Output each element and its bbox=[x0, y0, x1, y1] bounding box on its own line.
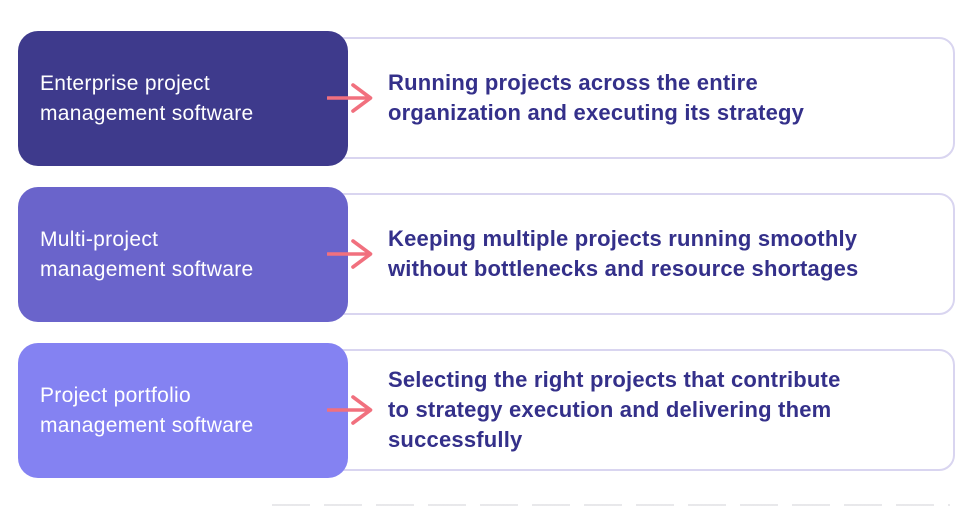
description-line: successfully bbox=[388, 427, 523, 452]
category-box-portfolio: Project portfolio management software bbox=[18, 343, 348, 478]
label-line: Project portfolio bbox=[40, 383, 192, 407]
description-text-multi-project: Keeping multiple projects running smooth… bbox=[388, 224, 953, 284]
cropped-text-artifact bbox=[272, 504, 950, 506]
right-arrow-icon bbox=[327, 239, 373, 269]
label-line: management software bbox=[40, 413, 254, 437]
category-box-multi-project: Multi-project management software bbox=[18, 187, 348, 322]
category-label-portfolio: Project portfolio management software bbox=[40, 381, 348, 441]
description-line: to strategy execution and delivering the… bbox=[388, 397, 832, 422]
label-line: Enterprise project bbox=[40, 71, 210, 95]
description-text-enterprise: Running projects across the entire organ… bbox=[388, 68, 953, 128]
right-arrow-icon bbox=[327, 395, 373, 425]
category-box-enterprise: Enterprise project management software bbox=[18, 31, 348, 166]
description-text-portfolio: Selecting the right projects that contri… bbox=[388, 365, 953, 455]
description-line: without bottlenecks and resource shortag… bbox=[388, 256, 859, 281]
description-line: Keeping multiple projects running smooth… bbox=[388, 226, 858, 251]
row-multi-project: Keeping multiple projects running smooth… bbox=[0, 181, 980, 337]
description-line: organization and executing its strategy bbox=[388, 100, 805, 125]
description-line: Running projects across the entire bbox=[388, 70, 758, 95]
description-line: Selecting the right projects that contri… bbox=[388, 367, 841, 392]
row-enterprise: Running projects across the entire organ… bbox=[0, 25, 980, 181]
category-label-enterprise: Enterprise project management software bbox=[40, 69, 348, 129]
label-line: management software bbox=[40, 257, 254, 281]
label-line: management software bbox=[40, 101, 254, 125]
label-line: Multi-project bbox=[40, 227, 159, 251]
right-arrow-icon bbox=[327, 83, 373, 113]
category-label-multi-project: Multi-project management software bbox=[40, 225, 348, 285]
row-portfolio: Selecting the right projects that contri… bbox=[0, 337, 980, 493]
